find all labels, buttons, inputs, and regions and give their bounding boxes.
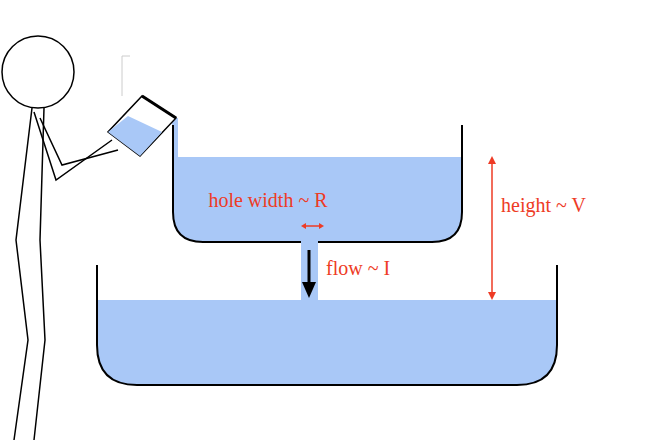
flow-arrow xyxy=(308,250,311,284)
resistance-label: hole width ~ R xyxy=(208,189,327,211)
width-arrowhead xyxy=(301,223,306,229)
width-arrow xyxy=(305,225,320,227)
upper-water xyxy=(173,157,462,242)
pitcher-rim xyxy=(142,96,176,118)
pitcher-water xyxy=(108,116,162,156)
height-arrowhead xyxy=(488,156,496,164)
pitcher-handle xyxy=(122,56,130,57)
voltage-label: height ~ V xyxy=(501,194,586,216)
pitcher xyxy=(108,96,176,156)
pitcher-handle xyxy=(122,56,123,96)
stick-figure xyxy=(14,108,118,440)
hole-stream xyxy=(301,240,318,301)
height-arrowhead xyxy=(488,292,496,300)
height-arrow xyxy=(491,162,493,295)
flow-arrowhead xyxy=(302,282,316,298)
width-arrowhead xyxy=(319,223,324,229)
figure-head xyxy=(2,36,74,108)
lower-water xyxy=(97,300,557,385)
lower-tank xyxy=(97,265,557,385)
current-label: flow ~ I xyxy=(326,257,390,279)
upper-tank xyxy=(173,125,462,242)
